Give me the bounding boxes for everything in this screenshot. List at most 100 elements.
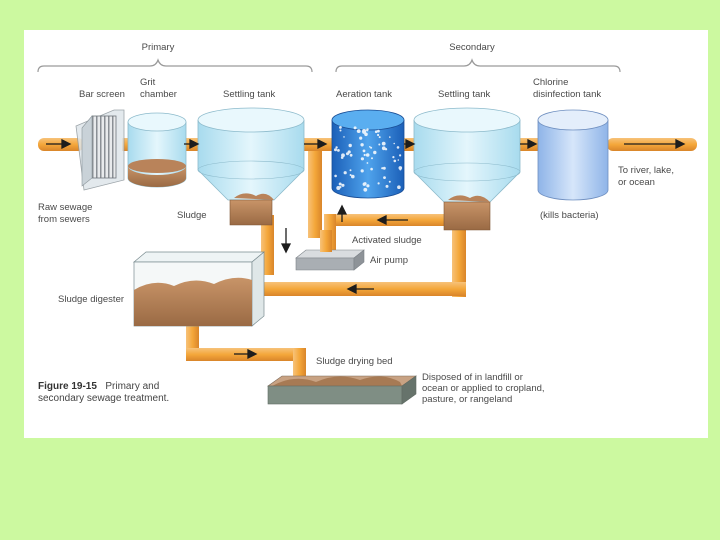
air-bubble — [398, 166, 403, 170]
bar-screen — [75, 109, 125, 191]
flow-arrows — [46, 138, 686, 360]
air-bubble — [397, 159, 400, 161]
air-bubble — [360, 169, 364, 173]
air-bubble — [381, 167, 384, 170]
air-bubble — [388, 180, 391, 183]
sludge-drying-bed — [267, 375, 417, 405]
kills-bacteria-label: (kills bacteria) — [540, 210, 599, 221]
air-bubble — [377, 129, 380, 133]
air-bubble — [374, 130, 378, 133]
grit-chamber-label-line-1: Grit — [140, 77, 156, 88]
air-bubble — [343, 136, 345, 138]
air-bubble — [359, 136, 363, 140]
air-pump — [295, 230, 365, 271]
air-bubble — [363, 187, 368, 192]
air-bubble — [341, 153, 345, 158]
air-bubble — [362, 182, 366, 186]
disposal-label-line-2: ocean or applied to cropland, — [422, 383, 545, 394]
air-bubble — [378, 143, 381, 146]
air-bubble — [366, 162, 369, 164]
air-bubble — [396, 146, 400, 149]
air-bubble — [373, 150, 377, 155]
air-bubble — [363, 153, 366, 157]
air-bubble — [392, 156, 395, 159]
air-bubble — [353, 126, 357, 130]
aeration-tank-label: Aeration tank — [336, 89, 392, 100]
air-bubbles — [334, 126, 403, 192]
figure-number: Figure 19-15 — [38, 381, 97, 392]
figure-caption-text-1: Primary and — [105, 381, 159, 392]
activated-sludge-label: Activated sludge — [352, 235, 422, 246]
figure-caption: Figure 19-15 Primary and — [38, 376, 159, 393]
air-bubble — [340, 156, 344, 159]
settling-tank-primary-label: Settling tank — [223, 89, 276, 100]
air-bubble — [381, 146, 386, 151]
air-bubble — [339, 129, 342, 132]
to-river-label-line-1: To river, lake, — [618, 165, 674, 176]
air-bubble — [349, 174, 352, 176]
air-bubble — [366, 184, 370, 188]
disposal-label-line-1: Disposed of in landfill or — [422, 372, 523, 383]
air-bubble — [362, 149, 366, 153]
air-bubble — [362, 129, 367, 133]
air-bubble — [377, 182, 380, 185]
air-bubble — [393, 159, 397, 163]
air-bubble — [397, 185, 401, 189]
air-bubble — [338, 182, 342, 186]
chlorine-tank-label-line-1: Chlorine — [533, 77, 568, 88]
air-bubble — [347, 150, 351, 154]
air-bubble — [381, 141, 386, 146]
air-bubble — [382, 166, 386, 170]
air-bubble — [370, 146, 373, 149]
settling-tank-secondary-label: Settling tank — [438, 89, 491, 100]
air-bubble — [383, 176, 386, 180]
disposal-label-line-3: pasture, or rangeland — [422, 394, 512, 405]
sludge-digester — [133, 251, 265, 327]
air-bubble — [339, 186, 342, 189]
air-bubble — [365, 153, 370, 157]
air-bubble — [364, 132, 368, 137]
air-bubble — [385, 184, 389, 188]
air-bubble — [341, 183, 345, 187]
secondary-section-label: Secondary — [449, 42, 495, 53]
air-bubble — [369, 146, 371, 148]
grit-chamber-label-line-2: chamber — [140, 89, 177, 100]
figure-panel: Primary Secondary Bar screen Grit chambe… — [24, 30, 708, 438]
to-river-label-line-2: or ocean — [618, 177, 655, 188]
air-bubble — [339, 126, 342, 129]
air-bubble — [337, 149, 340, 152]
air-bubble — [349, 169, 352, 172]
secondary-bracket — [335, 58, 621, 73]
chlorine-tank — [537, 109, 609, 201]
air-bubble — [335, 146, 338, 149]
air-bubble — [399, 168, 402, 171]
air-bubble — [370, 167, 373, 171]
settling-tank-primary — [197, 107, 305, 226]
primary-bracket — [37, 58, 313, 73]
air-bubble — [360, 143, 364, 147]
figure-caption-text-2: secondary sewage treatment. — [38, 393, 169, 404]
air-bubble — [377, 133, 380, 137]
chlorine-tank-label-line-2: disinfection tank — [533, 89, 601, 100]
grit-chamber — [127, 112, 187, 188]
air-bubble — [393, 142, 396, 145]
aeration-tank — [331, 109, 405, 199]
air-bubble — [349, 153, 353, 157]
sludge-label: Sludge — [177, 210, 207, 221]
air-bubble — [356, 129, 361, 133]
air-bubble — [343, 171, 347, 175]
air-pump-label: Air pump — [370, 255, 408, 266]
air-bubble — [334, 174, 337, 178]
air-bubble — [371, 157, 373, 160]
air-bubble — [360, 157, 364, 161]
air-bubble — [334, 148, 337, 152]
bar-screen-label: Bar screen — [79, 89, 125, 100]
settling-tank-secondary — [413, 107, 521, 231]
sludge-digester-label: Sludge digester — [58, 294, 124, 305]
primary-section-label: Primary — [142, 42, 175, 53]
main-flow-pipes — [38, 138, 697, 151]
air-bubble — [389, 136, 391, 138]
sludge-drying-bed-label: Sludge drying bed — [316, 356, 393, 367]
air-bubble — [348, 143, 352, 148]
air-bubble — [378, 136, 381, 139]
